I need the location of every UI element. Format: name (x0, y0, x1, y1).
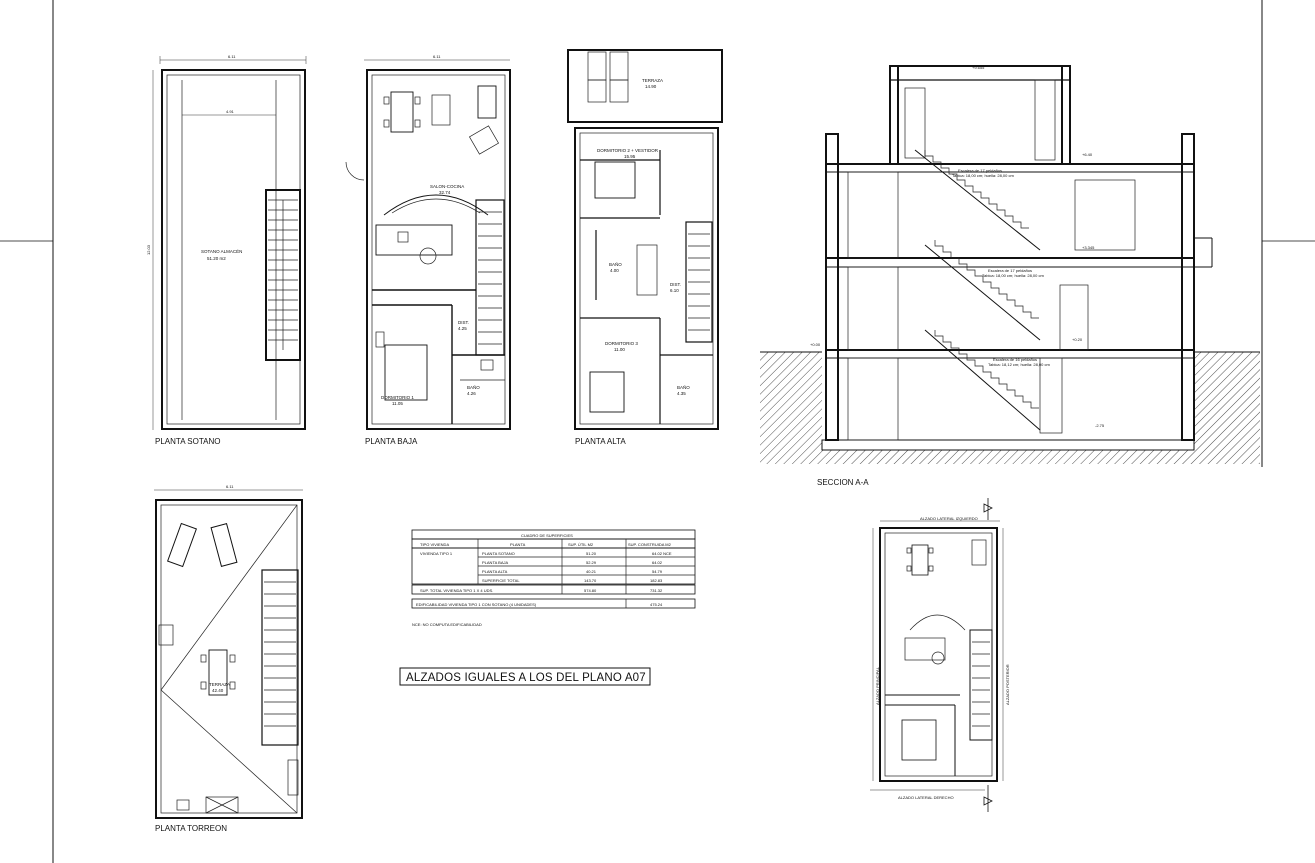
baja-width-dim: 6.11 (433, 54, 441, 59)
table-title: CUADRO DE SUPERFICIES (521, 533, 573, 538)
table-header-util: SUP. ÚTIL M2 (568, 542, 594, 547)
alzados-note-box: ALZADOS IGUALES A LOS DEL PLANO A07 (399, 667, 651, 686)
stair3-label: Escalera de 16 peldaños (993, 357, 1037, 362)
baja-salon-label: SALON-COCINA (430, 184, 464, 189)
key-right-label: ALZADO POSTERIOR (1005, 664, 1010, 705)
alta-dorm3-label: DORMITORIO 3 (605, 341, 638, 346)
alta-bano1-area: 4.00 (610, 268, 619, 273)
table-edif-value: 475.24 (650, 602, 663, 607)
section-marker-bottom-icon (983, 785, 993, 812)
baja-salon-area: 32.74 (439, 190, 451, 195)
level-top: +9.655 (972, 65, 985, 70)
key-plan: ALZADO LATERAL IZQUIERDO ALZADO PRINCIPA… (870, 498, 1010, 812)
level-020: +0.20 (1072, 337, 1083, 342)
plan-sotano-title: PLANTA SOTANO (155, 437, 221, 446)
sotano-inner-dim: 4.91 (226, 109, 235, 114)
plan-torreon-title: PLANTA TORREON (155, 824, 227, 833)
section-marker-top-icon (983, 498, 993, 520)
plan-baja: 6.11 SALON-COCINA 32.74 (345, 54, 511, 446)
section-title: SECCION A-A (817, 478, 869, 487)
key-top-label: ALZADO LATERAL IZQUIERDO (920, 516, 978, 521)
baja-dist-label: DIST. (458, 320, 469, 325)
table-row-3-planta: SUPERFICIE TOTAL (482, 578, 520, 583)
baja-dist-area: 4.25 (458, 326, 467, 331)
alta-terraza-area: 14.90 (645, 84, 657, 89)
table-header-tipo: TIPO VIVIENDA (420, 542, 449, 547)
alta-bano2-label: BAÑO (677, 384, 690, 390)
table-row-3-util: 143.70 (584, 578, 597, 583)
table-row-3-const: 182.83 (650, 578, 663, 583)
alta-dorm2-label: DORMITORIO 2 + VESTIDOR (597, 148, 659, 153)
plan-baja-title: PLANTA BAJA (365, 437, 418, 446)
table-header-construida: SUP. CONSTRUIDA M2 (628, 542, 672, 547)
table-note: NCE: NO COMPUTA EDIFICABILIDAD (412, 622, 482, 627)
baja-bano-label: BAÑO (467, 384, 480, 390)
table-total-const: 731.32 (650, 588, 663, 593)
level-neg: -2.75 (1095, 423, 1105, 428)
table-row-1-planta: PLANTA BAJA (482, 560, 508, 565)
key-left-label: ALZADO PRINCIPAL (875, 666, 880, 705)
sotano-room-label: SOTANO ALMACÉN (201, 248, 242, 254)
table-total-label: SUP. TOTAL VIVIENDA TIPO 1 X 4 UDS. (420, 588, 493, 593)
table-header-planta: PLANTA (510, 542, 526, 547)
table-edif-label: EDIFICABILIDAD VIVIENDA TIPO 1 CON SOTAN… (416, 602, 537, 607)
alta-bano2-area: 4.35 (677, 391, 686, 396)
stair2-dims: Tabica: 18,00 cm; huella: 28,00 cm (982, 273, 1044, 278)
alta-terraza-label: TERRAZA (642, 78, 663, 83)
baja-dorm-area: 11.05 (392, 401, 403, 406)
alta-dist-area: 6.10 (670, 288, 679, 293)
level-6: +6.40 (1082, 152, 1093, 157)
table-row-2-const: 54.79 (652, 569, 663, 574)
area-table-text: CUADRO DE SUPERFICIES TIPO VIVIENDA PLAN… (412, 533, 672, 627)
torreon-terraza-area: 42.40 (212, 688, 224, 693)
table-row-1-util: 52.29 (586, 560, 597, 565)
table-total-util: 574.80 (584, 588, 597, 593)
stair3-dims: Tabica: 18,12 cm; huella: 28,00 cm (988, 362, 1050, 367)
alzados-note: ALZADOS IGUALES A LOS DEL PLANO A07 (406, 672, 646, 684)
table-row-0-const: 64.02 NCE (652, 551, 672, 556)
baja-bano-area: 4.26 (467, 391, 476, 396)
table-row-2-util: 40.21 (586, 569, 597, 574)
sotano-height-dim: 12.03 (146, 244, 151, 255)
level-3: +3.345 (1082, 245, 1095, 250)
table-type: VIVIENDA TIPO 1 (420, 551, 453, 556)
plan-torreon: 6.11 TERRAZA 42.40 PLANTA TORREON (154, 484, 303, 833)
area-table (411, 529, 696, 609)
table-row-2-planta: PLANTA ALTA (482, 569, 508, 574)
torreon-width-dim: 6.11 (226, 484, 234, 489)
torreon-terraza-label: TERRAZA (209, 682, 230, 687)
table-row-0-planta: PLANTA SOTANO (482, 551, 515, 556)
alta-bano1-label: BAÑO (609, 261, 622, 267)
stair1-dims: Tabica: 18,00 cm; huella: 28,00 cm (952, 173, 1014, 178)
plan-sotano: 6.11 4.91 12.03 SOTANO ALMACÉN 51.20 m2 … (146, 54, 307, 446)
level-0: +0.00 (810, 342, 821, 347)
key-bottom-label: ALZADO LATERAL DERECHO (898, 795, 954, 800)
baja-dorm-label: DORMITORIO 1 (381, 395, 414, 400)
alta-dorm2-area: 15.95 (624, 154, 636, 159)
sotano-room-area: 51.20 m2 (207, 256, 226, 261)
alta-dist-label: DIST. (670, 282, 681, 287)
alta-dorm3-area: 11.00 (614, 347, 625, 352)
plan-alta-title: PLANTA ALTA (575, 437, 626, 446)
stair1-label: Escalera de 17 peldaños (958, 168, 1002, 173)
plan-alta: TERRAZA 14.90 DORMITORIO 2 + VESTIDOR 15… (567, 49, 723, 446)
section-aa: Escalera de 17 peldaños Tabica: 18,00 cm… (760, 65, 1260, 487)
sotano-width-dim: 6.11 (228, 54, 236, 59)
table-row-1-const: 64.02 (652, 560, 663, 565)
stair2-label: Escalera de 17 peldaños (988, 268, 1032, 273)
table-row-0-util: 51.20 (586, 551, 597, 556)
